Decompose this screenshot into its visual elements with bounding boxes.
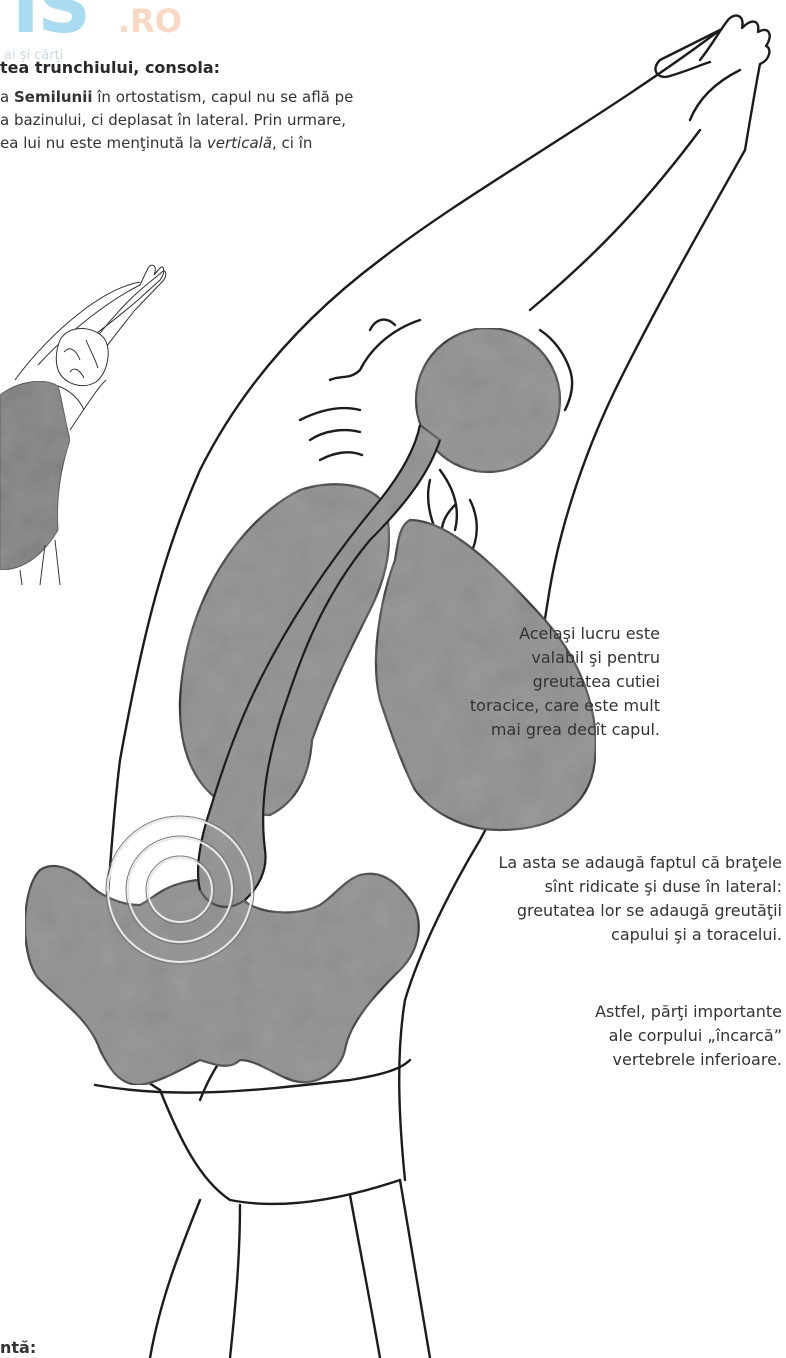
paragraph-line: greutatea lor se adaugă greutăţii [499,899,783,923]
intro-line-1-prefix: a [0,88,14,106]
paragraph-line: greutatea cutiei [470,670,660,694]
intro-line-1: a Semilunii în ortostatism, capul nu se … [0,86,440,109]
head-shape [416,328,560,472]
paragraph-line: mai grea decît capul. [470,718,660,742]
paragraph-line: ale corpului „încarcă” [595,1024,782,1048]
paragraph-line: La asta se adaugă faptul că braţele [499,851,783,875]
paragraph-line: vertebrele inferioare. [595,1048,782,1072]
section-heading: tea trunchiului, consola: [0,58,220,77]
small-figure [0,265,166,585]
paragraph-line: Astfel, părţi importante [595,1000,782,1024]
paragraph-line: valabil şi pentru [470,646,660,670]
intro-line-3: ea lui nu este menţinută la verticală, c… [0,132,440,155]
intro-line-3-prefix: ea lui nu este menţinută la [0,134,207,152]
intro-paragraph: a Semilunii în ortostatism, capul nu se … [0,86,440,155]
intro-line-2: a bazinului, ci deplasat în lateral. Pri… [0,109,440,132]
paragraph-thorax-weight: Acelaşi lucru este valabil şi pentru gre… [470,622,660,742]
paragraph-arms-weight: La asta se adaugă faptul că braţele sînt… [499,851,783,947]
paragraph-line: Acelaşi lucru este [470,622,660,646]
intro-line-1-rest: în ortostatism, capul nu se află pe [93,88,354,106]
intro-bold-term: Semilunii [14,88,93,106]
footer-heading: ntă: [0,1338,36,1357]
paragraph-line: sînt ridicate şi duse în lateral: [499,875,783,899]
intro-line-3-rest: , ci în [272,134,312,152]
paragraph-line: toracice, care este mult [470,694,660,718]
paragraph-lower-vertebrae: Astfel, părţi importante ale corpului „î… [595,1000,782,1072]
intro-italic-term: verticală [207,134,272,152]
paragraph-line: capului şi a toracelui. [499,923,783,947]
